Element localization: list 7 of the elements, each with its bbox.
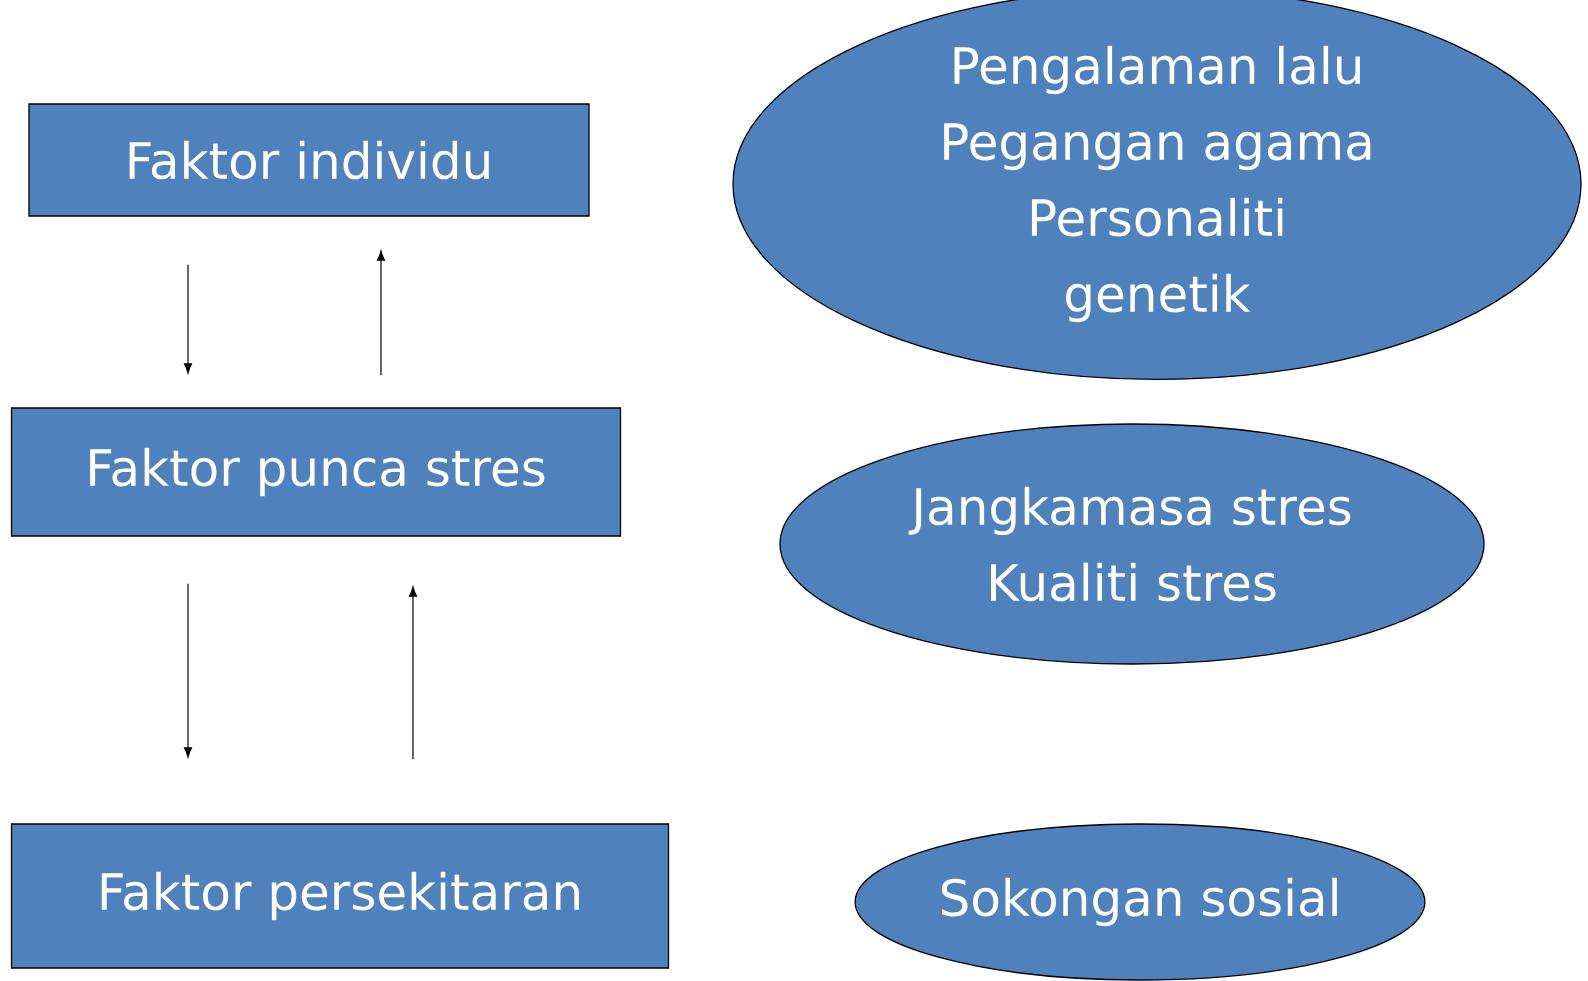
process-box: Faktor individu <box>28 103 590 217</box>
arrow <box>376 250 386 376</box>
process-box: Faktor punca stres <box>10 407 622 537</box>
arrow <box>408 586 418 760</box>
arrow <box>183 583 193 758</box>
arrow <box>183 264 193 374</box>
process-box: Faktor persekitaran <box>10 823 670 969</box>
